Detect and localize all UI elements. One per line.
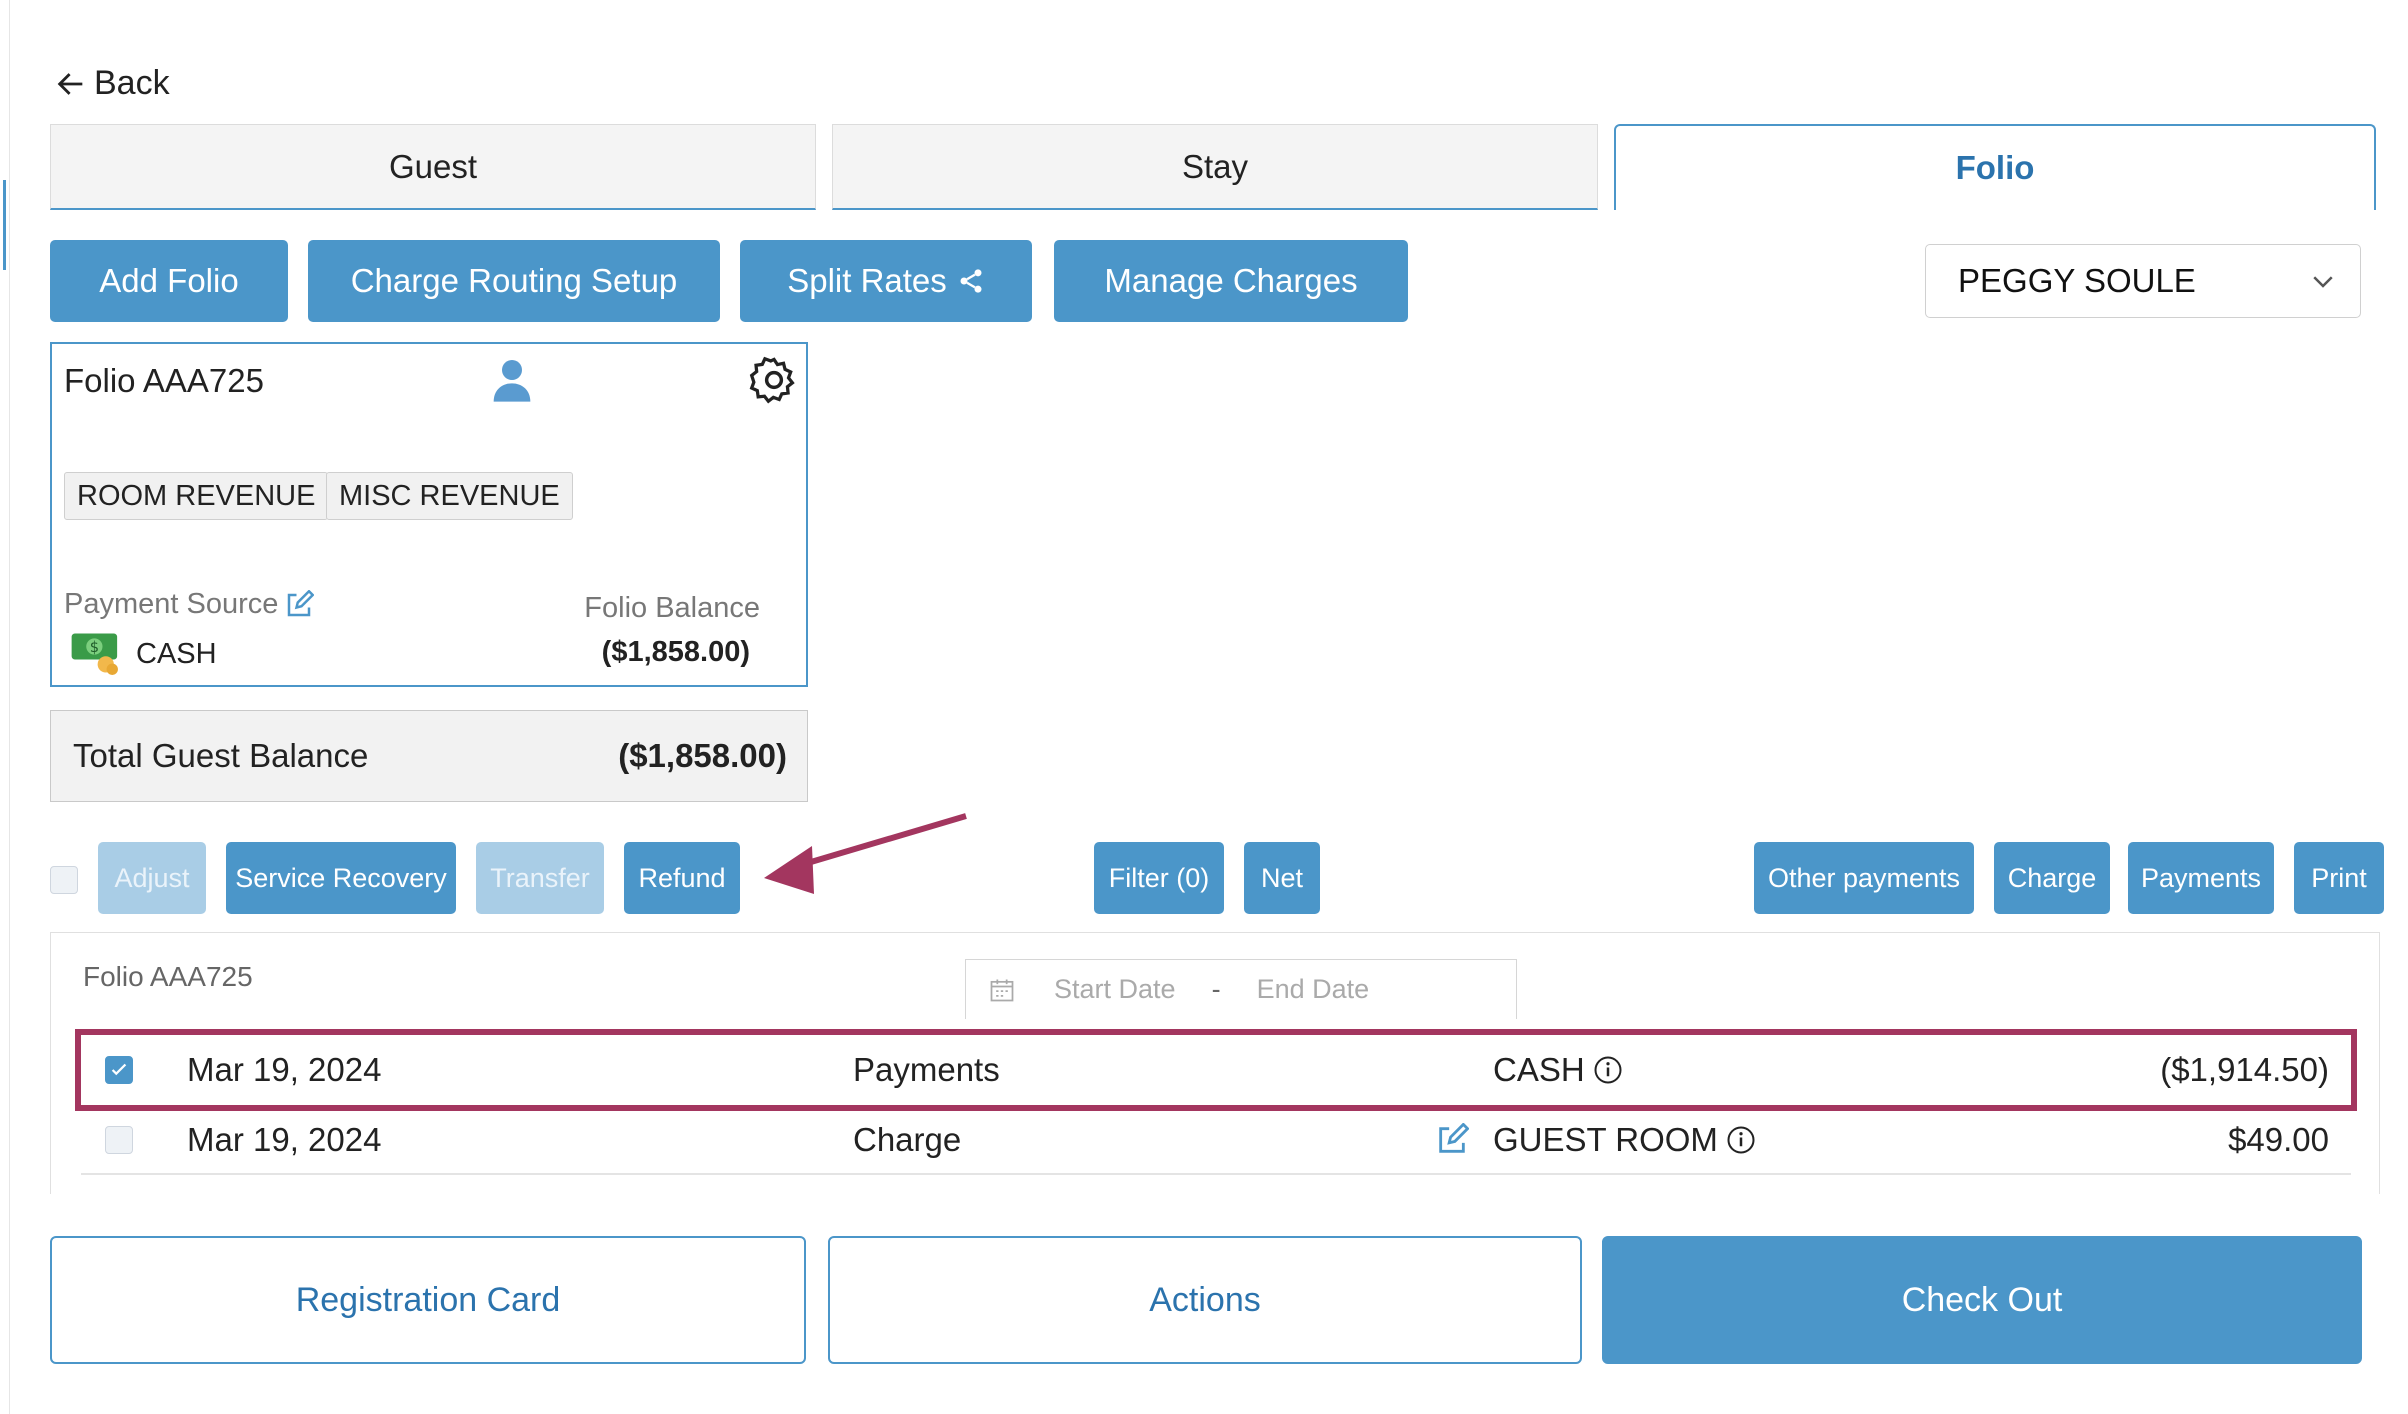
add-folio-label: Add Folio [99, 262, 239, 299]
date-range-picker[interactable]: Start Date - End Date [965, 959, 1517, 1019]
charge-routing-setup-button[interactable]: Charge Routing Setup [308, 240, 720, 322]
row-checkbox[interactable] [105, 1056, 133, 1084]
transactions-folio-title: Folio AAA725 [83, 961, 253, 992]
end-date-input[interactable]: End Date [1256, 974, 1370, 1004]
refund-button[interactable]: Refund [624, 842, 740, 914]
tag-misc-revenue: MISC REVENUE [326, 472, 573, 520]
person-icon [493, 360, 531, 402]
folio-balance-label: Folio Balance [584, 592, 760, 624]
net-button[interactable]: Net [1244, 842, 1320, 914]
start-date-input[interactable]: Start Date [1054, 974, 1176, 1004]
adjust-button[interactable]: Adjust [98, 842, 206, 914]
calendar-icon [990, 979, 1014, 1001]
left-rail [0, 0, 10, 1414]
row-description: GUEST ROOM [1493, 1105, 1756, 1175]
table-row[interactable]: Mar 19, 2024 Payments CASH ($1,914.50) [75, 1029, 2357, 1111]
actions-button[interactable]: Actions [828, 1236, 1582, 1364]
split-rates-label: Split Rates [787, 262, 947, 299]
payment-source-label: Payment Source [64, 588, 315, 621]
row-date: Mar 19, 2024 [187, 1121, 382, 1158]
row-description-text: GUEST ROOM [1493, 1121, 1718, 1158]
row-date: Mar 19, 2024 [187, 1051, 382, 1088]
total-guest-balance-value: ($1,858.00) [618, 737, 787, 774]
add-folio-button[interactable]: Add Folio [50, 240, 288, 322]
share-icon [960, 269, 982, 293]
row-type: Charge [853, 1121, 962, 1158]
row-type: Payments [853, 1051, 1000, 1088]
guest-select[interactable]: PEGGY SOULE [1925, 244, 2361, 318]
folio-card[interactable]: Folio AAA725 ROOM REVENUE MISC REVENUE P… [50, 342, 808, 687]
left-rail-marker [3, 180, 6, 270]
arrow-left-icon [57, 72, 83, 95]
guest-select-value: PEGGY SOULE [1958, 262, 2196, 299]
payments-button[interactable]: Payments [2128, 842, 2274, 914]
svg-text:$: $ [90, 639, 99, 656]
check-icon [111, 1063, 127, 1076]
registration-card-button[interactable]: Registration Card [50, 1236, 806, 1364]
info-icon[interactable] [1726, 1125, 1756, 1155]
total-guest-balance: Total Guest Balance ($1,858.00) [50, 710, 808, 802]
row-edit-button[interactable] [1435, 1105, 1469, 1175]
row-amount: $49.00 [2228, 1121, 2329, 1158]
table-row[interactable]: Mar 19, 2024 Charge GUEST ROOM $49.00 [81, 1105, 2351, 1175]
print-button[interactable]: Print [2294, 842, 2384, 914]
tab-folio[interactable]: Folio [1614, 124, 2376, 210]
transactions-panel: Folio AAA725 Start Date - End Date Mar 1… [50, 932, 2380, 1194]
folio-name: Folio AAA725 [64, 362, 264, 399]
tab-stay[interactable]: Stay [832, 124, 1598, 210]
row-description-text: CASH [1493, 1051, 1585, 1088]
edit-icon [1439, 1123, 1469, 1153]
split-rates-button[interactable]: Split Rates [740, 240, 1032, 322]
date-separator: - [1211, 974, 1221, 1004]
charge-button[interactable]: Charge [1994, 842, 2110, 914]
manage-charges-button[interactable]: Manage Charges [1054, 240, 1408, 322]
total-guest-balance-label: Total Guest Balance [73, 737, 369, 774]
chevron-down-icon [2313, 276, 2333, 288]
other-payments-button[interactable]: Other payments [1754, 842, 1974, 914]
filter-button[interactable]: Filter (0) [1094, 842, 1224, 914]
payment-source-value: CASH [136, 638, 217, 670]
service-recovery-button[interactable]: Service Recovery [226, 842, 456, 914]
tab-bar: Guest Stay Folio [50, 124, 2376, 210]
back-button[interactable]: Back [54, 64, 170, 103]
transfer-button[interactable]: Transfer [476, 842, 604, 914]
select-all-checkbox[interactable] [50, 866, 78, 894]
info-icon[interactable] [1593, 1055, 1623, 1085]
manage-charges-label: Manage Charges [1104, 262, 1358, 299]
row-amount: ($1,914.50) [2160, 1051, 2329, 1088]
edit-icon[interactable] [284, 589, 315, 620]
cash-icon: $ [71, 633, 118, 675]
row-description: CASH [1493, 1035, 1623, 1105]
gear-icon[interactable] [748, 354, 800, 406]
charge-routing-label: Charge Routing Setup [350, 262, 678, 299]
check-out-button[interactable]: Check Out [1602, 1236, 2362, 1364]
tab-guest[interactable]: Guest [50, 124, 816, 210]
folio-balance-value: ($1,858.00) [601, 636, 750, 668]
annotation-arrow [764, 813, 967, 894]
row-checkbox[interactable] [105, 1126, 133, 1154]
back-label: Back [94, 64, 170, 102]
payment-source-text: Payment Source [64, 588, 279, 620]
tag-room-revenue: ROOM REVENUE [64, 472, 329, 520]
